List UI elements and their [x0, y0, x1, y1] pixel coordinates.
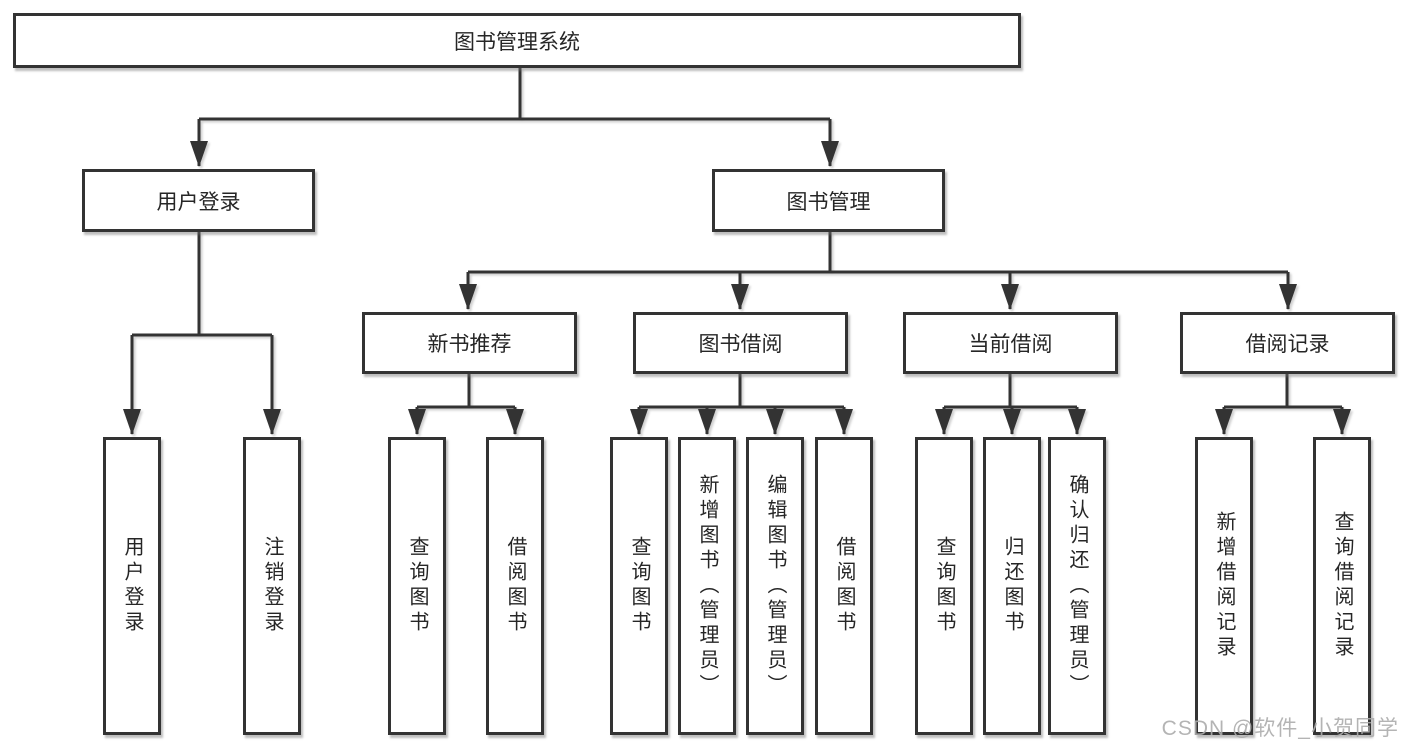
leaf-recommend-query-books-label: 查询图书	[406, 536, 428, 636]
leaf-current-return-books-label: 归还图书	[1001, 536, 1023, 636]
leaf-current-confirm-return-admin-label: 确认归还（管理员）	[1066, 473, 1088, 699]
leaf-records-add-record: 新增借阅记录	[1195, 437, 1253, 735]
node-new-book-recommend: 新书推荐	[362, 312, 577, 374]
node-book-management: 图书管理	[712, 169, 945, 232]
node-borrow-records-label: 借阅记录	[1245, 333, 1330, 356]
node-borrow-records: 借阅记录	[1180, 312, 1395, 374]
node-book-borrow: 图书借阅	[633, 312, 848, 374]
csdn-watermark: CSDN @软件_小贺同学	[1161, 717, 1399, 740]
leaf-user-login-label: 用户登录	[121, 536, 143, 636]
leaf-borrow-query-books-label: 查询图书	[628, 536, 650, 636]
leaf-recommend-borrow-books: 借阅图书	[486, 437, 544, 735]
leaf-current-query-books-label: 查询图书	[933, 536, 955, 636]
leaf-user-login: 用户登录	[103, 437, 161, 735]
leaf-records-query-record-label: 查询借阅记录	[1331, 511, 1353, 661]
leaf-records-add-record-label: 新增借阅记录	[1213, 511, 1235, 661]
leaf-recommend-query-books: 查询图书	[388, 437, 446, 735]
node-current-borrow: 当前借阅	[903, 312, 1118, 374]
leaf-borrow-add-books-admin-label: 新增图书（管理员）	[696, 473, 718, 699]
leaf-records-query-record: 查询借阅记录	[1313, 437, 1371, 735]
node-new-book-recommend-label: 新书推荐	[427, 333, 512, 356]
leaf-logout-label: 注销登录	[261, 536, 283, 636]
leaf-recommend-borrow-books-label: 借阅图书	[504, 536, 526, 636]
node-book-borrow-label: 图书借阅	[698, 333, 783, 356]
node-user-login-label: 用户登录	[156, 190, 241, 214]
tree-branch-segments	[132, 68, 1342, 409]
leaf-borrow-query-books: 查询图书	[610, 437, 668, 735]
leaf-borrow-edit-books-admin-label: 编辑图书（管理员）	[764, 473, 786, 699]
node-root-label: 图书管理系统	[454, 30, 580, 54]
leaf-borrow-edit-books-admin: 编辑图书（管理员）	[746, 437, 804, 735]
node-user-login: 用户登录	[82, 169, 315, 232]
leaf-borrow-add-books-admin: 新增图书（管理员）	[678, 437, 736, 735]
leaf-current-return-books: 归还图书	[983, 437, 1041, 735]
leaf-borrow-borrow-books-label: 借阅图书	[833, 536, 855, 636]
leaf-current-confirm-return-admin: 确认归还（管理员）	[1048, 437, 1106, 735]
node-book-management-label: 图书管理	[786, 190, 871, 214]
leaf-logout: 注销登录	[243, 437, 301, 735]
leaf-current-query-books: 查询图书	[915, 437, 973, 735]
node-current-borrow-label: 当前借阅	[968, 333, 1053, 356]
node-root: 图书管理系统	[13, 13, 1021, 68]
leaf-borrow-borrow-books: 借阅图书	[815, 437, 873, 735]
